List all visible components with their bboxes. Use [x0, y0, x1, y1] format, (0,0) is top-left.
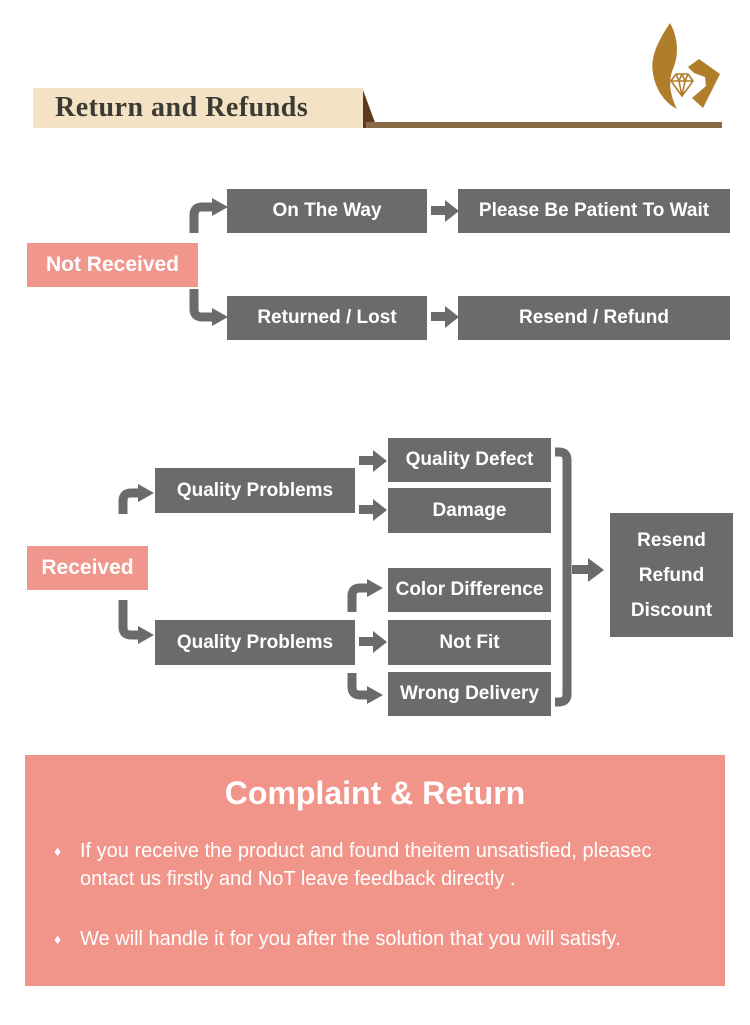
complaint-bullet-2: ♦ We will handle it for you after the so…: [54, 925, 621, 953]
complaint-bullet-1: ♦ If you receive the product and found t…: [54, 837, 651, 893]
node-wrong-delivery: Wrong Delivery: [388, 672, 551, 716]
diamond-flame-logo: [652, 23, 720, 109]
complaint-title: Complaint & Return: [224, 775, 526, 811]
complaint-bullet-2-text: We will handle it for you after the solu…: [80, 925, 621, 953]
arrow-quality-problems-1-to-quality-defect: [359, 450, 387, 472]
node-not-received: Not Received: [27, 243, 198, 287]
complaint-return-panel: Complaint & Return ♦ If you receive the …: [25, 755, 725, 986]
diamond-icon: [670, 73, 694, 97]
node-resend-refund-discount: Resend Refund Discount: [610, 513, 733, 637]
arrow-quality-problems-2-to-not-fit: [359, 631, 387, 653]
arrow-on-the-way-to-wait: [431, 200, 459, 222]
arrow-quality-problems-2-to-color-difference: [347, 579, 383, 612]
chevron-ribbon-icon: [688, 59, 720, 108]
flame-icon: [652, 23, 677, 109]
bullet-text-line: We will handle it for you after the solu…: [80, 928, 621, 950]
bullet-text-line: ontact us firstly and NoT leave feedback…: [80, 868, 516, 890]
diamond-bullet-icon: ♦: [54, 931, 62, 947]
node-on-the-way: On The Way: [227, 189, 427, 233]
arrow-not-received-to-returned-lost: [189, 289, 228, 326]
node-quality-defect: Quality Defect: [388, 438, 551, 482]
header-ribbon: Return and Refunds: [33, 88, 363, 128]
arrow-not-received-to-on-the-way: [189, 198, 228, 233]
node-quality-problems-2: Quality Problems: [155, 620, 355, 665]
node-not-fit: Not Fit: [388, 620, 551, 665]
node-received: Received: [27, 546, 148, 590]
header-rule: [366, 122, 722, 128]
arrow-bracket-to-result: [572, 558, 604, 582]
result-line-discount: Discount: [630, 599, 713, 621]
arrow-quality-problems-1-to-damage: [359, 499, 387, 521]
node-resend-refund: Resend / Refund: [458, 296, 730, 340]
complaint-bullet-1-text: If you receive the product and found the…: [80, 837, 651, 893]
node-color-difference: Color Difference: [388, 568, 551, 612]
arrow-received-to-quality-problems-1: [118, 484, 154, 514]
outcomes-bracket: [555, 447, 572, 707]
page-title: Return and Refunds: [55, 92, 309, 123]
arrow-received-to-quality-problems-2: [118, 600, 154, 644]
diamond-bullet-icon: ♦: [54, 843, 62, 859]
arrow-quality-problems-2-to-wrong-delivery: [347, 673, 383, 704]
node-please-be-patient: Please Be Patient To Wait: [458, 189, 730, 233]
result-line-refund: Refund: [638, 564, 705, 586]
result-line-resend: Resend: [637, 529, 706, 551]
node-returned-lost: Returned / Lost: [227, 296, 427, 340]
node-quality-problems-1: Quality Problems: [155, 468, 355, 513]
node-damage: Damage: [388, 488, 551, 533]
bullet-text-line: If you receive the product and found the…: [80, 840, 652, 862]
arrow-returned-lost-to-resend-refund: [431, 306, 459, 328]
